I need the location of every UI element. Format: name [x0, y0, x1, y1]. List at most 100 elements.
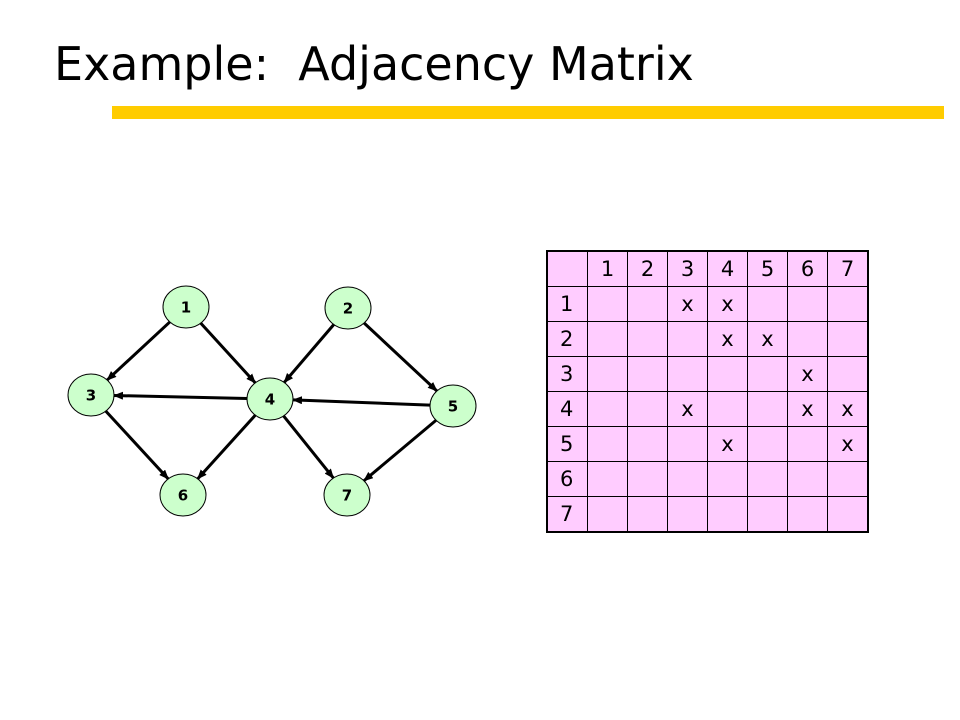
matrix-cell: [587, 286, 628, 322]
edge-4-to-3: [112, 391, 248, 400]
column-header: 7: [827, 250, 869, 287]
matrix-cell: x: [747, 321, 788, 357]
matrix-cell: [787, 461, 828, 497]
matrix-cell: [587, 496, 628, 533]
matrix-cell: [587, 321, 628, 357]
node-2: 2: [324, 286, 372, 330]
node-circle: [324, 286, 372, 330]
title-accent-bar: [112, 106, 944, 119]
column-header: 3: [667, 250, 708, 287]
matrix-cell: [827, 496, 869, 533]
row-header: 4: [546, 391, 588, 427]
column-header: 2: [627, 250, 668, 287]
matrix-cell: x: [787, 391, 828, 427]
matrix-row: 7: [546, 496, 869, 533]
edge-1-to-3: [106, 320, 171, 382]
node-3: 3: [67, 373, 115, 417]
node-label: 4: [265, 391, 275, 409]
matrix-row: 6: [546, 461, 869, 497]
matrix-cell: [747, 461, 788, 497]
node-1: 1: [162, 285, 210, 329]
node-circle: [246, 377, 294, 421]
node-5: 5: [429, 384, 477, 428]
matrix-cell: [627, 426, 668, 462]
edge-2-to-5: [363, 321, 438, 393]
matrix-cell: [627, 496, 668, 533]
node-7: 7: [323, 473, 371, 517]
matrix-cell: [707, 461, 748, 497]
row-header: 2: [546, 321, 588, 357]
node-circle: [162, 285, 210, 329]
edge-4-to-6: [196, 414, 257, 480]
matrix-cell: [627, 391, 668, 427]
row-header: 7: [546, 496, 588, 533]
node-label: 1: [181, 299, 191, 317]
node-label: 7: [342, 487, 352, 505]
node-label: 3: [86, 387, 96, 405]
matrix-cell: [667, 461, 708, 497]
slide-title: Example: Adjacency Matrix: [54, 37, 694, 91]
edge-1-to-4: [199, 322, 257, 384]
column-header: 1: [587, 250, 628, 287]
matrix-cell: [827, 321, 869, 357]
node-circle: [429, 384, 477, 428]
matrix-cell: [587, 461, 628, 497]
matrix-cell: [827, 461, 869, 497]
graph-edges: [104, 320, 438, 482]
matrix-cell: [827, 286, 869, 322]
matrix-cell: [667, 496, 708, 533]
matrix-cell: [787, 496, 828, 533]
node-4: 4: [246, 377, 294, 421]
matrix-cell: [707, 391, 748, 427]
directed-graph: 1 2 3 4 5 6 7: [67, 285, 477, 517]
matrix-row: 5 x x: [546, 426, 869, 462]
matrix-cell: [627, 356, 668, 392]
matrix-cell: [627, 461, 668, 497]
edge-5-to-4: [291, 396, 431, 407]
edge-3-to-6: [104, 410, 170, 480]
matrix-cell: [747, 391, 788, 427]
matrix-cell: [747, 426, 788, 462]
column-header: 6: [787, 250, 828, 287]
edge-5-to-7: [362, 419, 438, 482]
matrix-cell: [707, 356, 748, 392]
row-header: 6: [546, 461, 588, 497]
graph-nodes: 1 2 3 4 5 6 7: [67, 285, 477, 517]
node-label: 6: [178, 487, 188, 505]
matrix-cell: [587, 356, 628, 392]
matrix-cell: x: [667, 286, 708, 322]
matrix-cell: [787, 426, 828, 462]
node-circle: [323, 473, 371, 517]
node-circle: [159, 473, 207, 517]
row-header: 5: [546, 426, 588, 462]
edge-2-to-4: [283, 323, 335, 384]
node-label: 5: [448, 398, 458, 416]
node-circle: [67, 373, 115, 417]
matrix-cell: [787, 321, 828, 357]
matrix-cell: x: [827, 426, 869, 462]
edge-4-to-7: [282, 415, 335, 479]
matrix-cell: [587, 391, 628, 427]
matrix-cell: [627, 286, 668, 322]
node-label: 2: [343, 300, 353, 318]
matrix-cell: x: [667, 391, 708, 427]
matrix-cell: [667, 321, 708, 357]
matrix-cell: [827, 356, 869, 392]
matrix-cell: [747, 496, 788, 533]
matrix-cell: [667, 426, 708, 462]
matrix-cell: x: [707, 321, 748, 357]
matrix-cell: x: [707, 426, 748, 462]
matrix-cell: x: [827, 391, 869, 427]
row-header: 3: [546, 356, 588, 392]
matrix-cell: [707, 496, 748, 533]
matrix-cell: [587, 426, 628, 462]
column-header: 5: [747, 250, 788, 287]
matrix-cell: [787, 286, 828, 322]
